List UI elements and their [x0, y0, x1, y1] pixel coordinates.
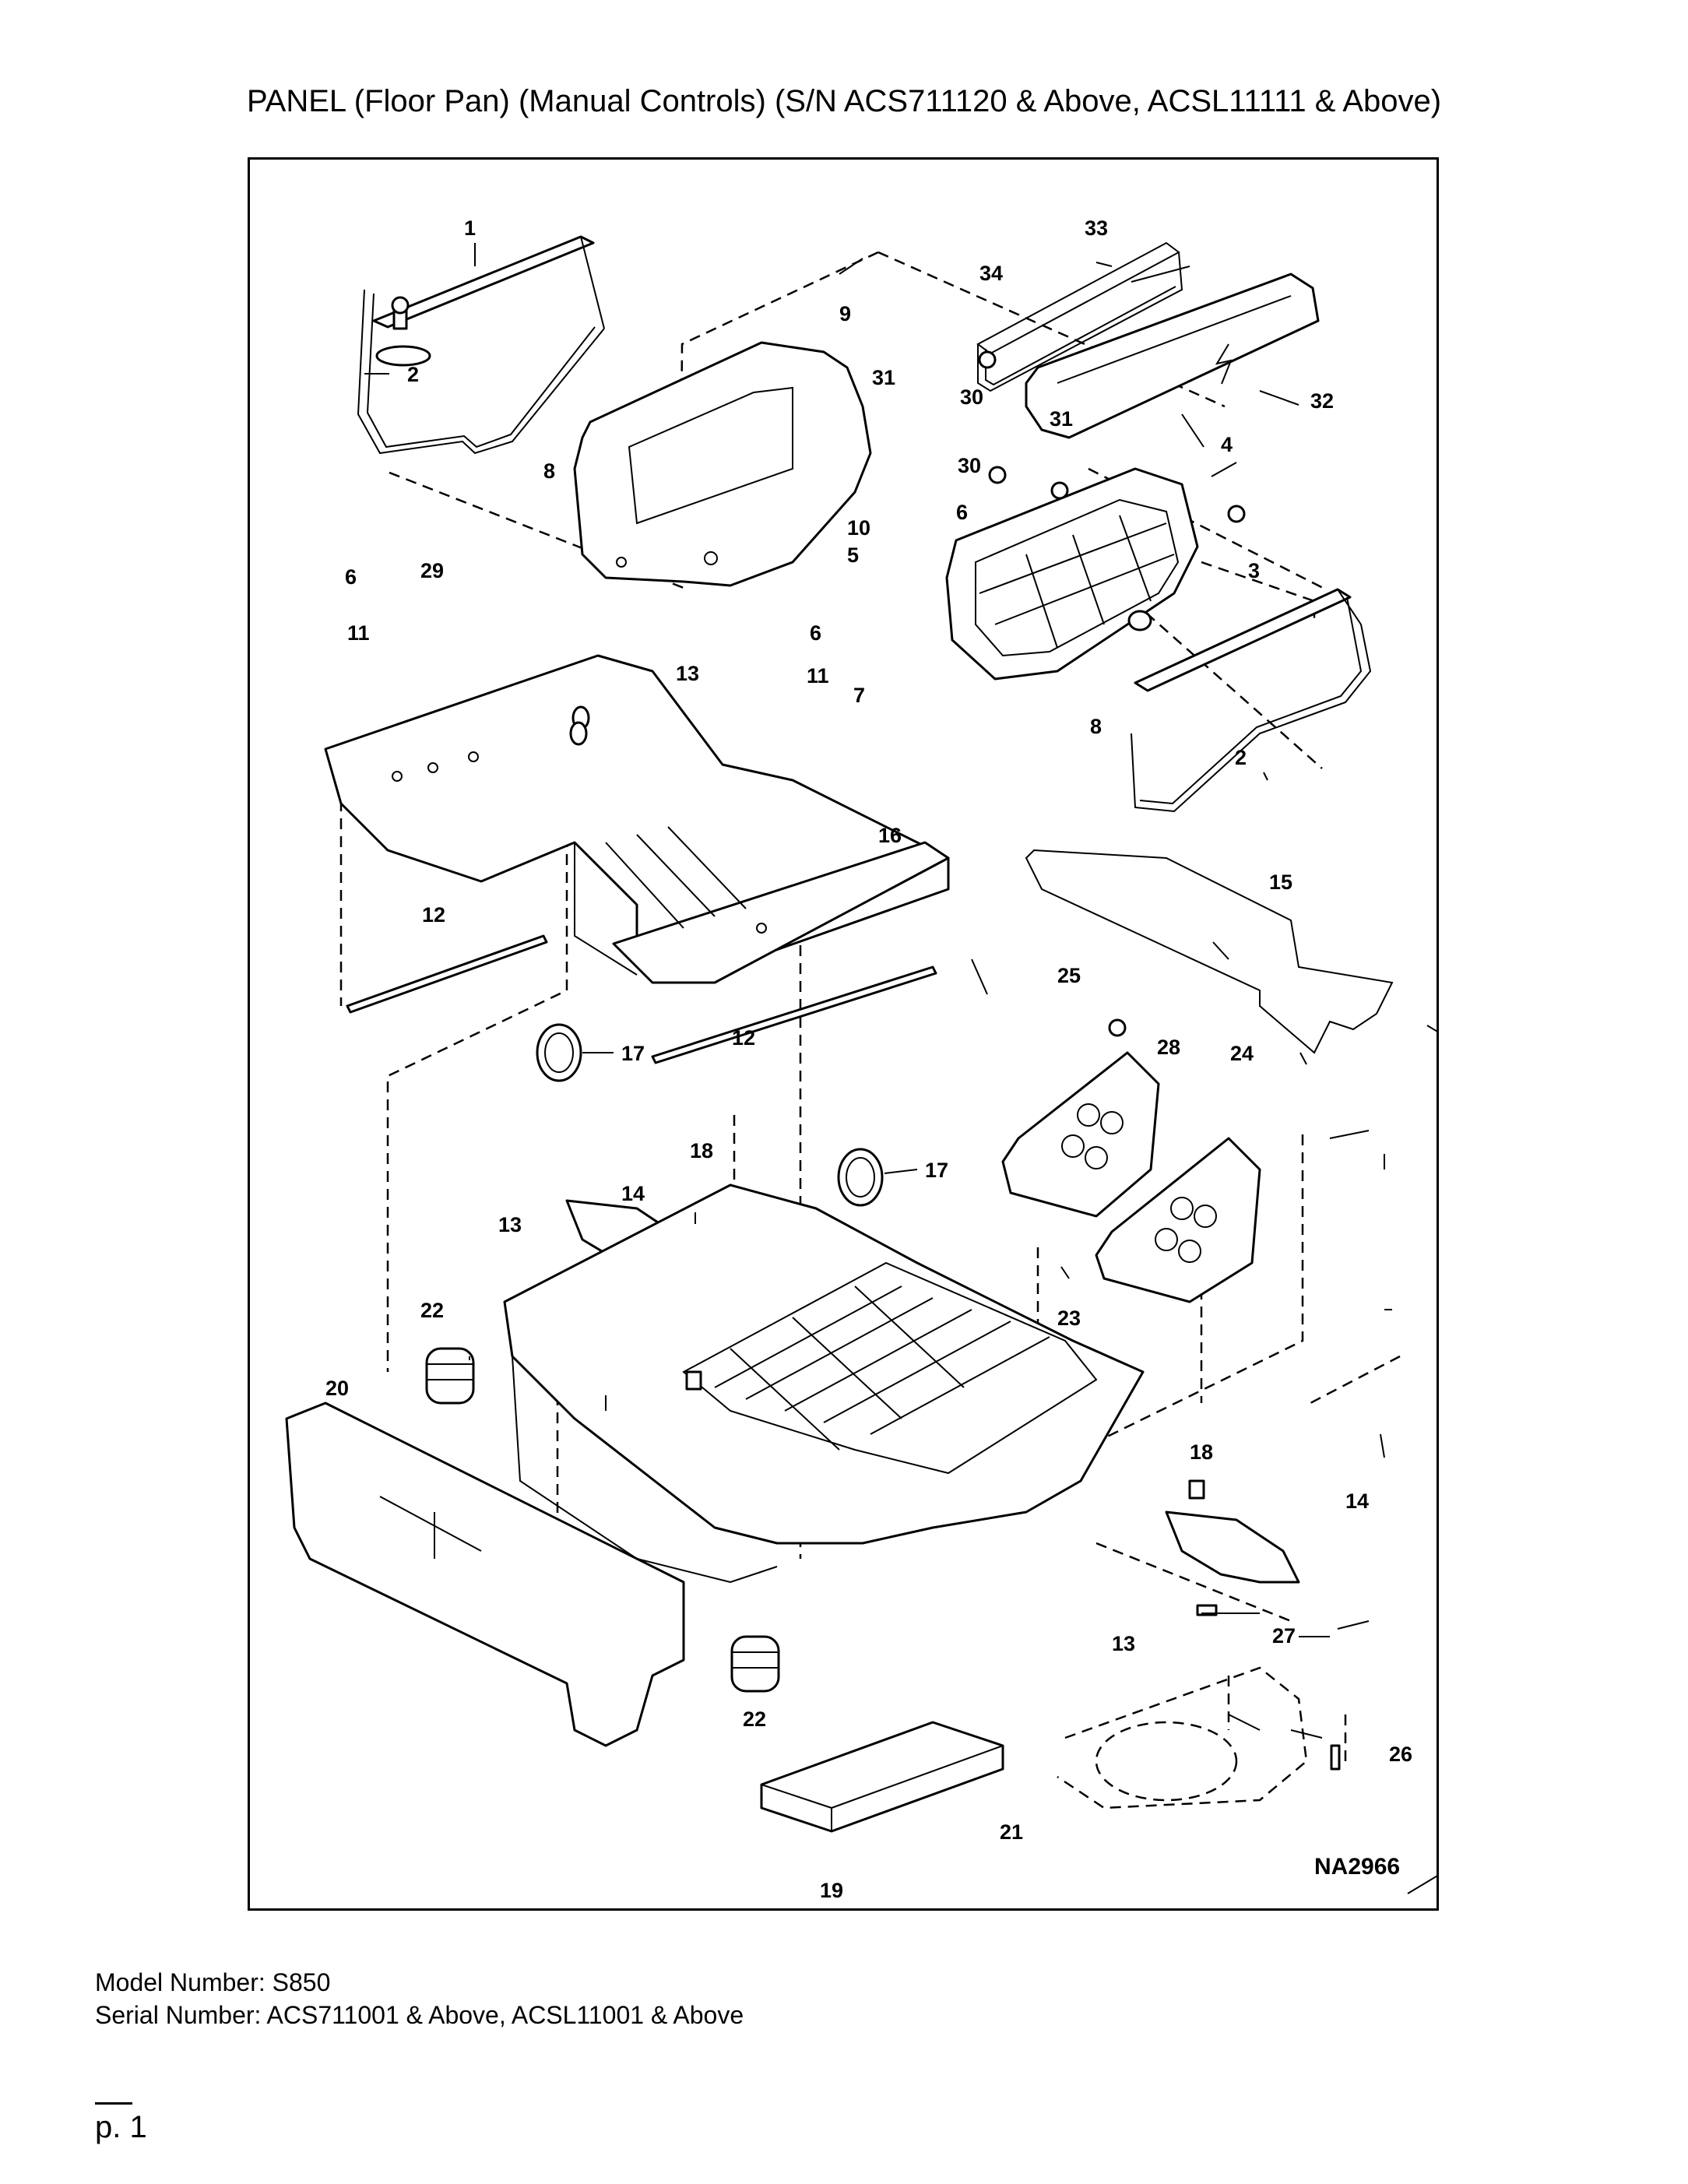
- callout-34: 34: [979, 262, 1003, 285]
- callout-8: 8: [1090, 715, 1102, 738]
- callout-6: 6: [345, 565, 357, 589]
- exploded-parts-diagram: 1 2 2 3 4 5 6 6 6 7 8 8 9 10 11 11 12 12…: [285, 216, 1439, 1911]
- callout-17: 17: [621, 1042, 645, 1065]
- part-plate-20: [285, 1401, 685, 1747]
- part-floor-shelf: [324, 654, 950, 984]
- callout-14: 14: [1345, 1489, 1369, 1513]
- drawing-reference-code: NA2966: [1314, 1854, 1400, 1880]
- part-grille-panel: [945, 467, 1199, 681]
- callout-30: 30: [958, 454, 981, 477]
- serial-number: Serial Number: ACS711001 & Above, ACSL11…: [95, 2001, 744, 2029]
- callout-6: 6: [810, 621, 821, 645]
- callout-12: 12: [422, 903, 445, 927]
- callout-4: 4: [1221, 433, 1233, 456]
- part-floor-pan: [503, 1183, 1145, 1584]
- callout-leaders: [364, 243, 1439, 1911]
- callout-6: 6: [956, 501, 968, 524]
- part-seal-right-lower: [1131, 588, 1372, 813]
- callout-22: 22: [743, 1707, 766, 1731]
- callout-27: 27: [1272, 1624, 1296, 1648]
- part-pedal-pads: [1001, 1051, 1261, 1303]
- part-boots: [425, 1347, 780, 1693]
- callout-18: 18: [1190, 1440, 1213, 1464]
- callout-10: 10: [847, 516, 870, 540]
- callout-23: 23: [1057, 1307, 1081, 1330]
- callout-15: 15: [1269, 870, 1292, 894]
- callout-28: 28: [1157, 1036, 1180, 1059]
- callout-24: 24: [1230, 1042, 1254, 1065]
- callout-12: 12: [732, 1026, 755, 1050]
- callout-14: 14: [621, 1182, 645, 1205]
- callout-26: 26: [1389, 1743, 1412, 1766]
- callout-17: 17: [925, 1159, 948, 1182]
- callout-21: 21: [1000, 1820, 1023, 1844]
- part-hardware: [375, 296, 1341, 1771]
- callout-19: 19: [820, 1879, 843, 1902]
- callout-9: 9: [839, 302, 851, 325]
- callout-30: 30: [960, 385, 983, 409]
- callout-22: 22: [420, 1299, 444, 1322]
- callout-2: 2: [1235, 746, 1247, 769]
- callout-20: 20: [325, 1377, 349, 1400]
- part-wheel-well: [1057, 1666, 1308, 1809]
- part-cover-32: [1025, 273, 1320, 439]
- callout-1: 1: [464, 216, 476, 240]
- callout-25: 25: [1057, 964, 1081, 987]
- callout-13: 13: [1112, 1632, 1135, 1655]
- model-number: Model Number: S850: [95, 1968, 331, 1996]
- callout-31: 31: [1050, 407, 1073, 431]
- callout-labels: 1 2 2 3 4 5 6 6 6 7 8 8 9 10 11 11 12 12…: [325, 216, 1412, 1902]
- callout-8: 8: [543, 459, 555, 483]
- callout-29: 29: [420, 559, 444, 582]
- part-pad-19: [760, 1721, 1004, 1833]
- part-bracket-15: [1025, 849, 1394, 1054]
- part-strips: [346, 934, 937, 1064]
- callout-16: 16: [878, 824, 902, 847]
- diagram-frame: [248, 157, 1439, 1911]
- part-side-panel: [573, 341, 872, 587]
- callout-11: 11: [807, 664, 829, 688]
- callout-11: 11: [347, 621, 370, 645]
- callout-33: 33: [1085, 216, 1108, 240]
- callout-31: 31: [872, 366, 895, 389]
- part-grommets: [536, 1023, 884, 1207]
- callout-3: 3: [1248, 559, 1260, 582]
- callout-2: 2: [407, 363, 419, 386]
- callout-13: 13: [498, 1213, 522, 1236]
- callout-7: 7: [853, 684, 865, 707]
- page-title: PANEL (Floor Pan) (Manual Controls) (S/N…: [246, 84, 1442, 118]
- page-number: p. 1: [95, 2110, 147, 2144]
- page-rule: [95, 2102, 132, 2105]
- part-seal-left: [357, 235, 605, 455]
- callout-13: 13: [676, 662, 699, 685]
- callout-5: 5: [847, 543, 859, 567]
- callout-32: 32: [1310, 389, 1334, 413]
- callout-18: 18: [690, 1139, 713, 1162]
